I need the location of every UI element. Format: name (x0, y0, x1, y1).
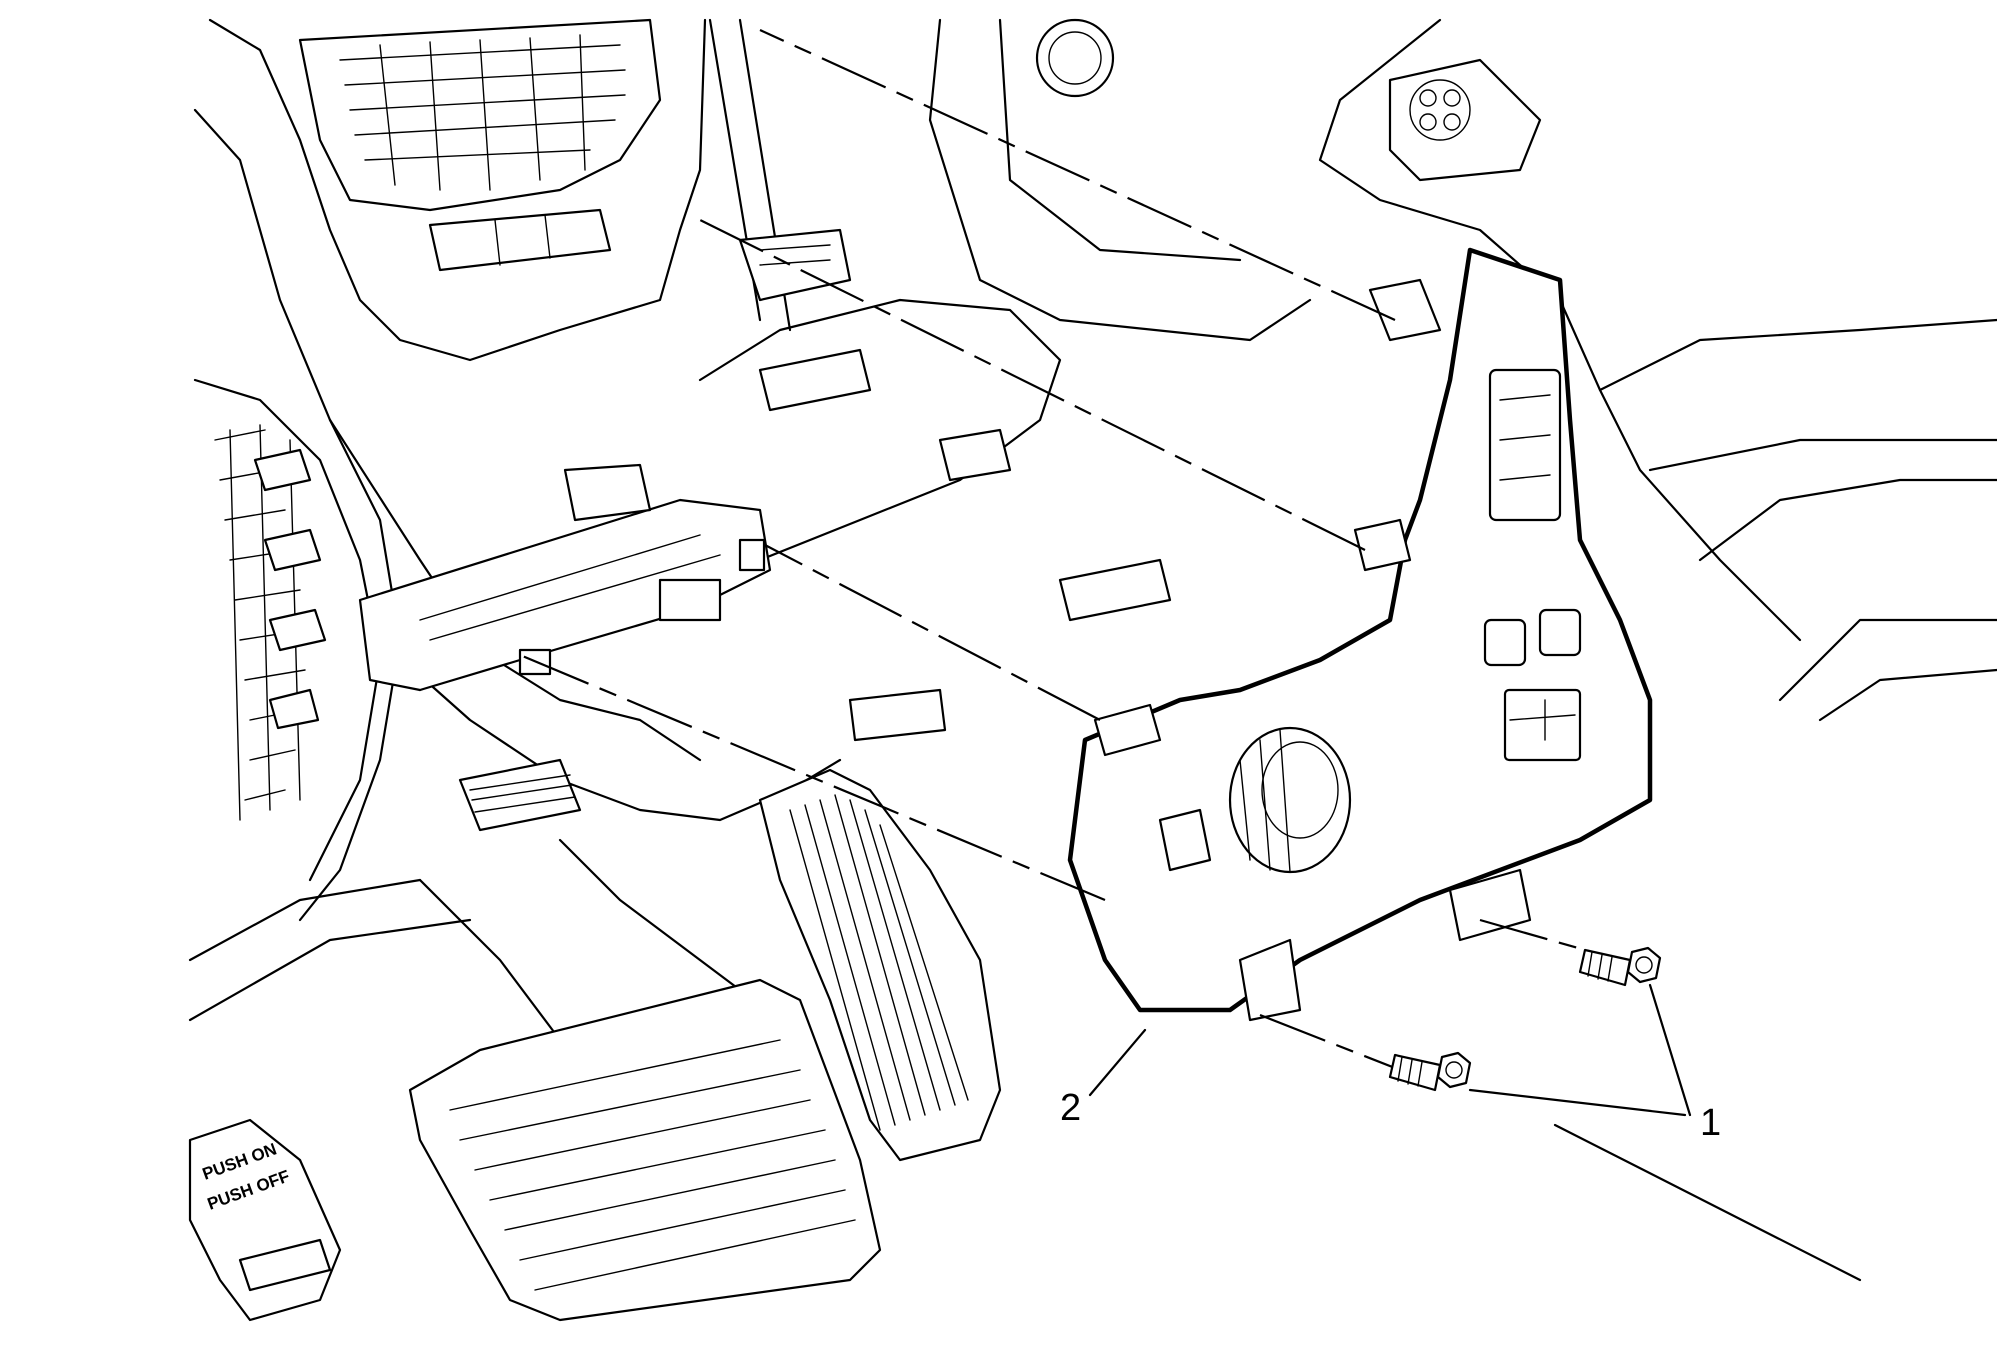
right-trim-panel (1318, 18, 1997, 722)
bolster-mount-bracket (358, 228, 852, 692)
callout-leaders (1088, 983, 1862, 1282)
park-brake-pedal: PUSH ON PUSH OFF (188, 1118, 342, 1322)
accelerator-pedal (758, 768, 1002, 1162)
knee-bolster (1067, 247, 1653, 1022)
fuse-block (193, 108, 402, 922)
upper-dash-vent (208, 18, 1312, 362)
steering-column-area (188, 298, 1172, 1102)
brake-pedal (408, 978, 882, 1322)
bolt-lower (1388, 1051, 1472, 1092)
callout-2: 2 (1060, 1087, 1081, 1129)
callout-1: 1 (1700, 1102, 1721, 1144)
bolt-upper (1578, 946, 1662, 987)
